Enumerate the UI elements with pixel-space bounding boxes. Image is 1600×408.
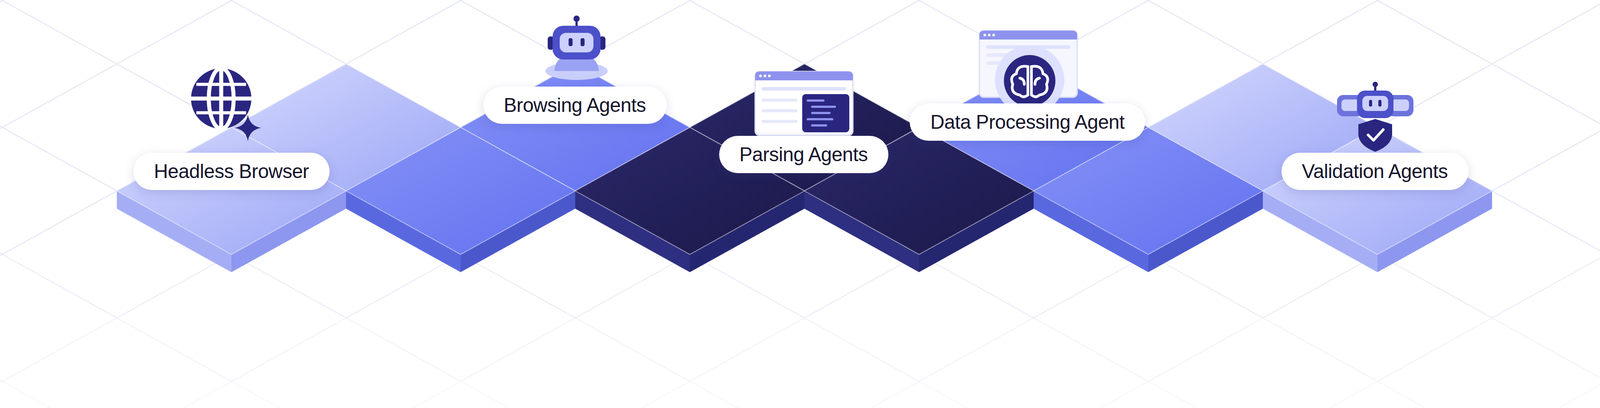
grid-line	[460, 0, 690, 64]
grid-line	[1377, 0, 1600, 64]
grid-line	[689, 0, 920, 64]
grid-line	[1262, 381, 1493, 408]
globe-icon	[191, 68, 262, 142]
grid-line	[0, 381, 117, 408]
pill-label: Headless Browser	[153, 160, 309, 183]
brain-window-icon	[979, 30, 1078, 115]
grid-line	[116, 381, 347, 408]
grid-line	[231, 0, 461, 64]
label-pill: Headless Browser	[133, 152, 330, 191]
grid-line	[804, 254, 1034, 382]
pill-label: Validation Agents	[1301, 160, 1448, 183]
grid-line	[575, 381, 805, 408]
grid-line	[919, 318, 1149, 408]
label-pill: Parsing Agents	[719, 135, 889, 174]
grid-line	[689, 318, 920, 408]
grid-line	[231, 318, 461, 408]
grid-line	[2, 0, 232, 64]
pill-label: Browsing Agents	[503, 94, 646, 117]
tile-top	[346, 127, 576, 255]
grid-line	[1262, 254, 1493, 382]
robot-icon	[545, 15, 608, 80]
grid-line	[1148, 0, 1378, 64]
pill-label: Parsing Agents	[739, 143, 868, 166]
grid-line	[1377, 318, 1600, 408]
parsing-window-icon	[755, 71, 853, 136]
grid-line	[0, 0, 3, 64]
label-pill: Validation Agents	[1281, 152, 1469, 191]
grid-line	[804, 381, 1034, 408]
grid-line	[2, 318, 232, 408]
grid-line	[1492, 254, 1600, 382]
grid-line	[1492, 381, 1600, 408]
grid-line	[0, 254, 117, 382]
pill-label: Data Processing Agent	[930, 111, 1125, 134]
grid-line	[1033, 381, 1263, 408]
tile-top	[116, 127, 347, 255]
grid-line	[0, 318, 3, 408]
grid-line	[575, 254, 805, 382]
grid-line	[460, 318, 690, 408]
label-pill: Data Processing Agent	[909, 103, 1146, 141]
grid-line	[0, 127, 117, 255]
tile	[116, 127, 347, 273]
tile	[1033, 127, 1263, 273]
validation-robots-icon	[1337, 81, 1414, 152]
grid-line	[1033, 254, 1263, 382]
grid-line	[116, 254, 347, 382]
grid-line	[1492, 127, 1600, 255]
grid-line	[1492, 0, 1600, 128]
tile	[346, 127, 576, 273]
grid-line	[346, 381, 576, 408]
grid-line	[1148, 318, 1378, 408]
tile-top	[1033, 127, 1263, 255]
grid-line	[0, 0, 117, 128]
label-pill: Browsing Agents	[483, 86, 667, 124]
grid-line	[346, 254, 576, 382]
